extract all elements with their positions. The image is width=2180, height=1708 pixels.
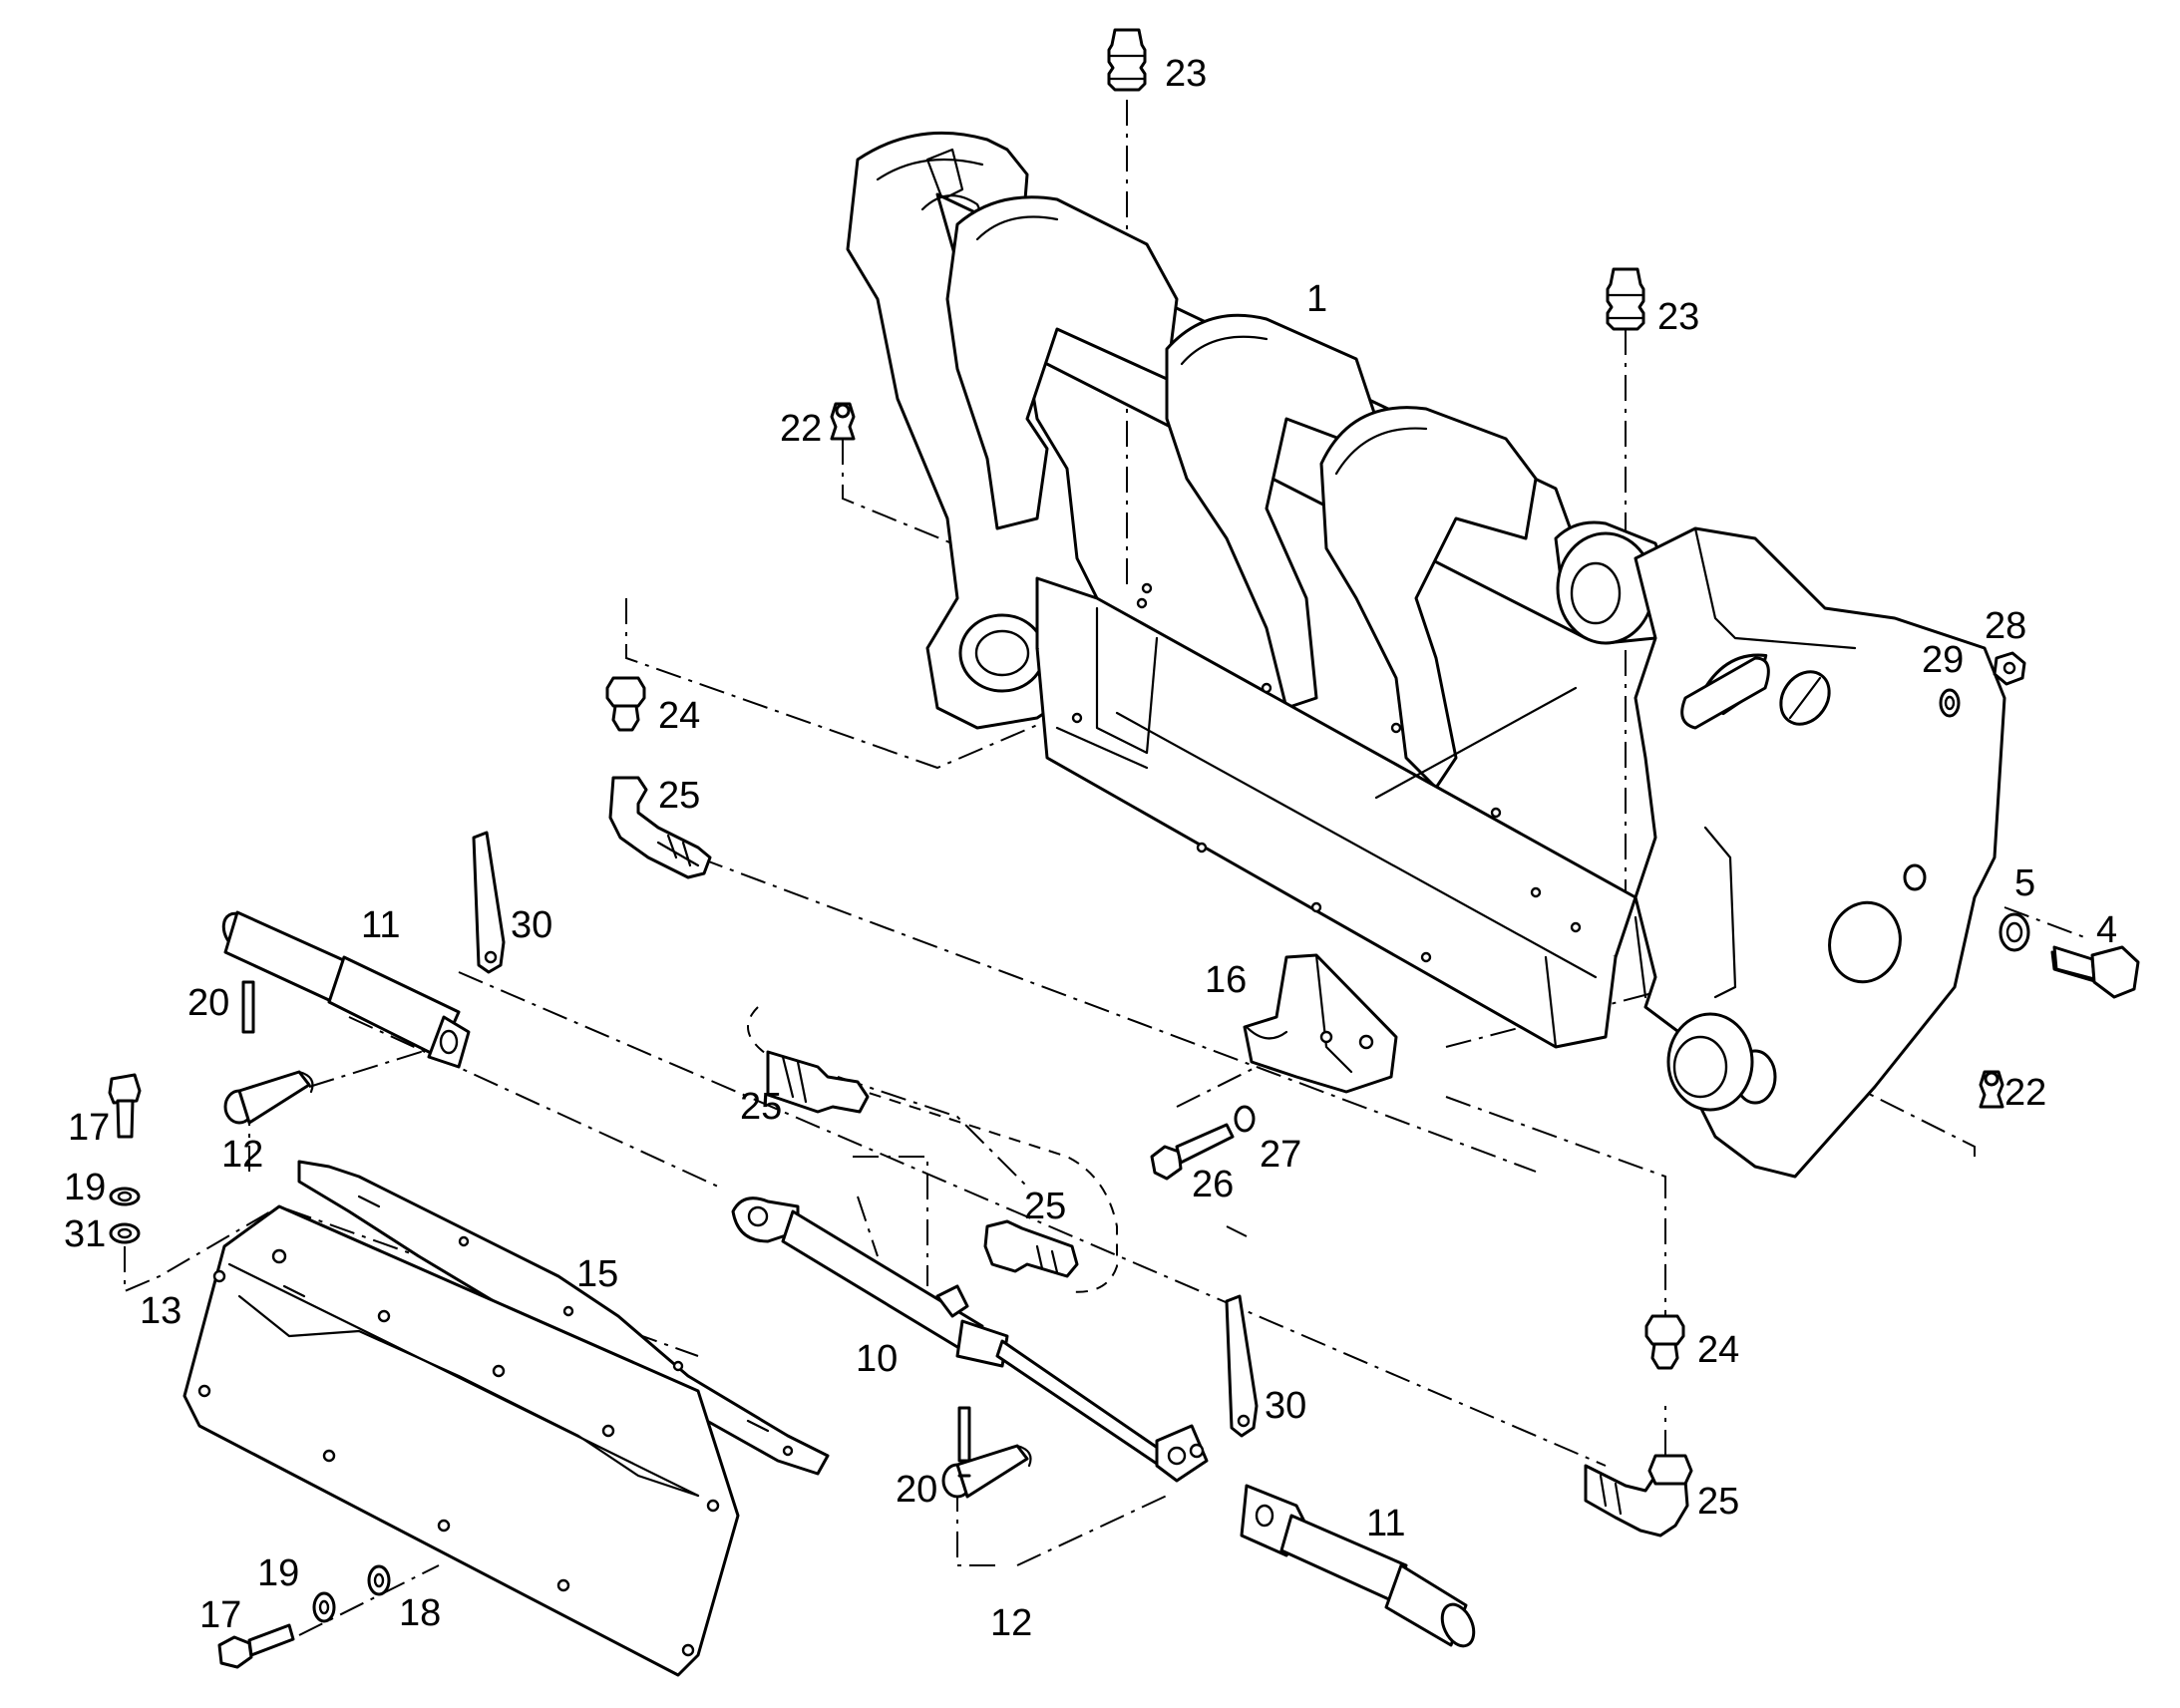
- quick-coupler-frame: [846, 131, 2006, 1179]
- callout-18: 18: [399, 1592, 441, 1634]
- washer-31: [109, 1222, 141, 1244]
- spring-pin-20a: [241, 980, 255, 1034]
- hose-elbow-25a: [608, 776, 712, 879]
- bolt-4: [2050, 945, 2140, 999]
- callout-22a: 22: [780, 408, 822, 450]
- grease-nipple-22a: [830, 402, 856, 441]
- hose-elbow-25d: [1584, 1454, 1693, 1537]
- locking-pin-11a: [221, 910, 471, 1069]
- callout-27: 27: [1260, 1134, 1301, 1176]
- hose-fitting-24a: [605, 676, 646, 732]
- washer-19b: [312, 1591, 336, 1623]
- callout-4: 4: [2096, 909, 2117, 951]
- washer-5: [1998, 912, 2030, 952]
- bolt-17a: [108, 1073, 142, 1139]
- callout-25c: 25: [1024, 1186, 1066, 1227]
- grease-nipple-22b: [1979, 1070, 2004, 1109]
- hose-end-25b: [766, 1050, 870, 1114]
- locking-plate-30b: [1225, 1294, 1259, 1438]
- callout-15: 15: [576, 1253, 618, 1295]
- callout-25b: 25: [740, 1086, 782, 1128]
- callout-16: 16: [1205, 959, 1247, 1001]
- callout-11a: 11: [361, 904, 400, 946]
- callout-13: 13: [140, 1290, 182, 1332]
- callout-19b: 19: [257, 1552, 299, 1594]
- washer-29: [1939, 688, 1961, 718]
- bolt-26: [1150, 1123, 1235, 1181]
- callout-17b: 17: [199, 1594, 241, 1636]
- callout-5: 5: [2014, 862, 2035, 904]
- nut-28: [1993, 651, 2026, 686]
- locking-plate-30a: [472, 831, 506, 974]
- callout-28: 28: [1985, 605, 2026, 647]
- callout-19a: 19: [64, 1167, 106, 1208]
- callout-30b: 30: [1265, 1385, 1306, 1427]
- callout-24a: 24: [658, 695, 700, 737]
- callout-22b: 22: [2004, 1072, 2046, 1114]
- hose-fitting-24b: [1644, 1314, 1685, 1370]
- hose-end-25c: [983, 1219, 1079, 1278]
- callout-12a: 12: [221, 1134, 263, 1176]
- callout-11b: 11: [1366, 1503, 1405, 1544]
- callout-20a: 20: [187, 982, 229, 1024]
- callout-20b: 20: [896, 1469, 937, 1511]
- quick-coupling-plug-23a: [1107, 28, 1147, 92]
- callout-31: 31: [64, 1213, 106, 1255]
- locking-pin-11b: [1240, 1484, 1476, 1648]
- callout-24b: 24: [1697, 1329, 1739, 1371]
- spring-pin-20b: [957, 1406, 971, 1478]
- hydraulic-cylinder-10: [731, 1196, 1209, 1483]
- callout-23b: 23: [1657, 296, 1699, 338]
- callout-29: 29: [1922, 639, 1964, 681]
- washer-18: [367, 1564, 391, 1596]
- callout-labels: 1 4 5 10 11 11 12 12 13 15 16 17 17 18 1…: [64, 53, 2117, 1644]
- washer-19a: [109, 1187, 141, 1206]
- cover-plate-13: [182, 1204, 740, 1677]
- callout-23a: 23: [1165, 53, 1207, 95]
- bolt-17b: [217, 1623, 295, 1669]
- pin-12b: [941, 1444, 1032, 1499]
- callout-17a: 17: [68, 1107, 110, 1149]
- callout-10: 10: [856, 1338, 898, 1380]
- quick-coupling-plug-23b: [1606, 267, 1645, 331]
- channel-rivets: [1071, 582, 1582, 963]
- callout-25d: 25: [1697, 1481, 1739, 1523]
- callout-1: 1: [1306, 278, 1327, 320]
- pin-12a: [223, 1070, 314, 1125]
- callout-26: 26: [1192, 1164, 1234, 1205]
- callout-25a: 25: [658, 775, 700, 817]
- washer-27: [1234, 1105, 1256, 1133]
- bracket-16: [1243, 953, 1398, 1094]
- callout-30a: 30: [511, 904, 552, 946]
- callout-12b: 12: [990, 1602, 1032, 1644]
